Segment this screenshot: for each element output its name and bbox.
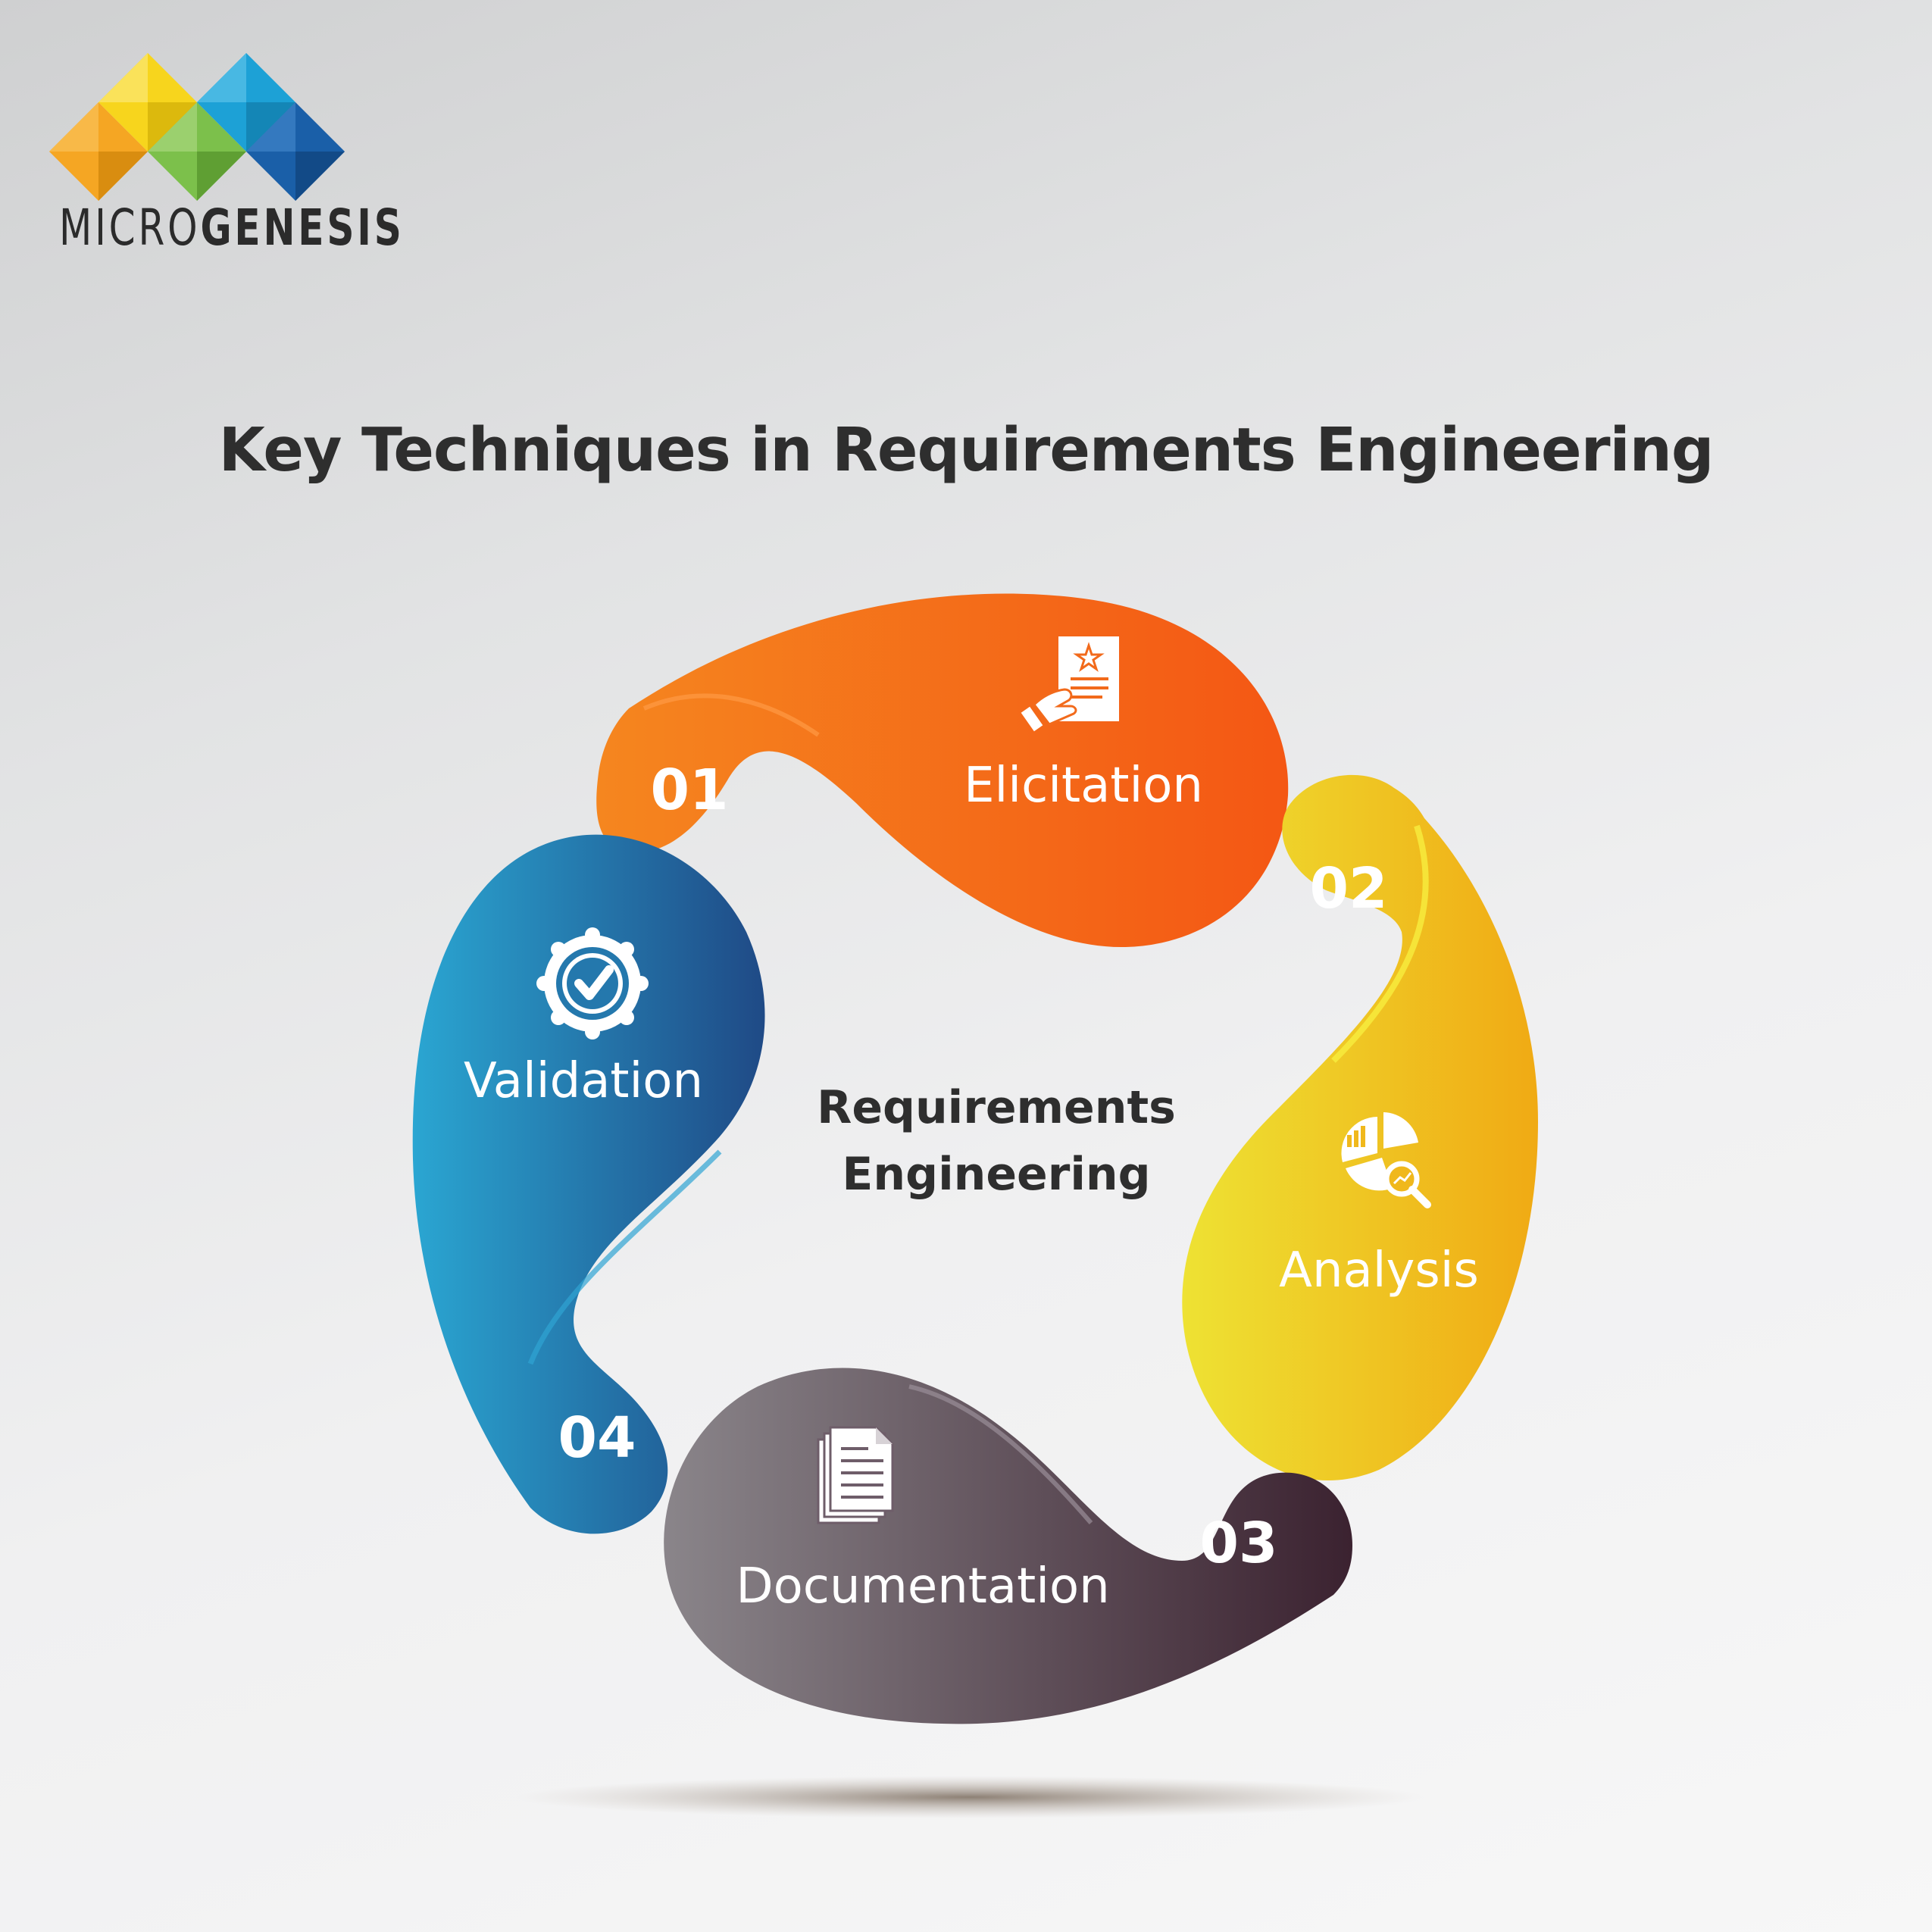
step-label-elicitation: Elicitation	[964, 758, 1203, 814]
ground-shadow	[515, 1776, 1424, 1818]
step-number-04: 04	[558, 1405, 636, 1471]
step-label-validation: Validation	[464, 1053, 703, 1109]
brand-name-bold: GENESIS	[200, 199, 405, 257]
pie-chart-magnifier-icon	[1341, 1112, 1431, 1208]
step-label-documentation: Documentation	[736, 1558, 1109, 1615]
center-label-line2: Engineering	[842, 1148, 1150, 1201]
step-number-01: 01	[651, 758, 729, 823]
segment-validation	[412, 834, 765, 1534]
brand-wordmark: MICROGENESIS	[59, 199, 405, 257]
document-star-hand-icon	[1021, 636, 1119, 732]
page-title: Key Techniques in Requirements Engineeri…	[218, 415, 1715, 485]
microgenesis-logo	[49, 53, 345, 201]
brand-name-light: MICRO	[59, 199, 201, 257]
step-number-03: 03	[1200, 1511, 1278, 1576]
documents-icon	[817, 1426, 894, 1524]
center-label-line1: Requirements	[817, 1081, 1176, 1134]
badge-check-icon	[536, 927, 649, 1039]
step-label-analysis: Analysis	[1279, 1243, 1479, 1299]
step-number-02: 02	[1310, 856, 1388, 921]
